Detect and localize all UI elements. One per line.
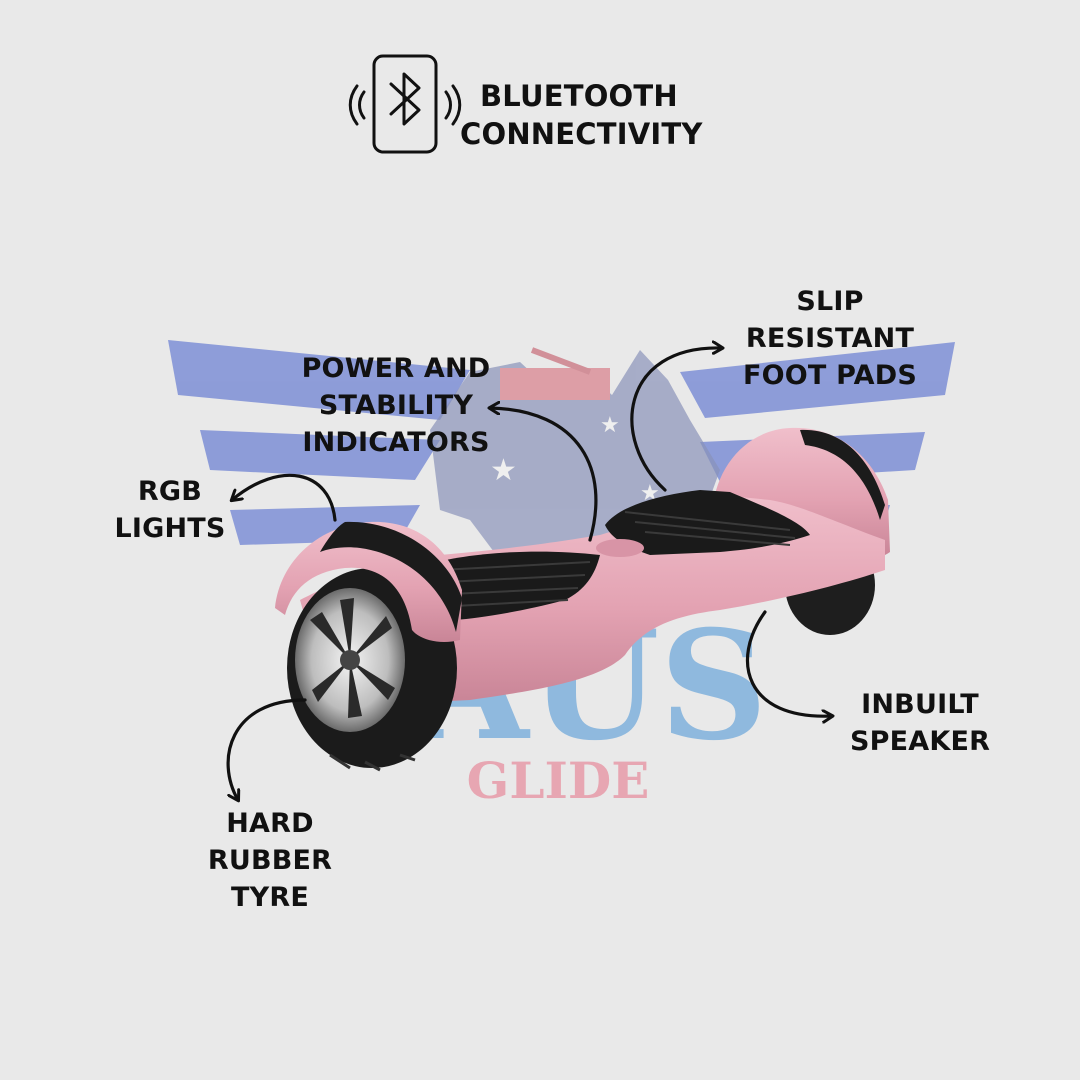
indicator-panel	[596, 539, 644, 557]
callout-power-line-2: STABILITY	[318, 390, 474, 421]
callout-slip-line-2: RESISTANT	[745, 323, 915, 354]
callout-rgb-label: RGB LIGHTS	[110, 473, 230, 547]
callout-tyre-line-2: RUBBER	[207, 845, 333, 876]
callout-rgb-line-2: LIGHTS	[114, 513, 226, 544]
svg-text:★: ★	[600, 413, 620, 438]
bluetooth-title-line-1: BLUETOOTH	[480, 79, 678, 113]
bluetooth-title-line-2: CONNECTIVITY	[460, 117, 703, 151]
arrow-slip	[630, 348, 722, 492]
arrow-rgb	[232, 473, 337, 522]
callout-tyre-line-1: HARD	[226, 808, 314, 839]
arrow-speaker	[745, 610, 832, 716]
callout-slip-line-1: SLIP	[796, 286, 864, 317]
tyre-tread	[329, 753, 416, 772]
arrow-power	[490, 408, 598, 542]
hoverboard	[275, 427, 890, 772]
svg-text:★: ★	[490, 453, 517, 488]
callout-tyre-label: HARD RUBBER TYRE	[200, 805, 340, 916]
bluetooth-title: BLUETOOTH CONNECTIVITY	[460, 77, 703, 153]
callout-power-line-1: POWER AND	[301, 353, 491, 384]
callout-slip-label: SLIP RESISTANT FOOT PADS	[740, 283, 920, 394]
callout-tyre-line-3: TYRE	[230, 882, 309, 913]
bluetooth-phone-icon	[348, 54, 462, 154]
callout-slip-line-3: FOOT PADS	[742, 360, 918, 391]
wheel-spokes	[310, 598, 395, 718]
watermark-brand-bottom: GLIDE	[467, 751, 650, 810]
callout-arrows	[226, 348, 832, 800]
callout-rgb-line-1: RGB	[137, 476, 203, 507]
right-foot-pad	[605, 490, 810, 555]
arrow-tyre	[226, 698, 307, 800]
callout-speaker-line-2: SPEAKER	[850, 726, 991, 757]
callout-power-line-3: INDICATORS	[302, 427, 490, 458]
callout-power-label: POWER AND STABILITY INDICATORS	[296, 350, 496, 461]
callout-speaker-label: INBUILT SPEAKER	[850, 686, 990, 760]
callout-speaker-line-1: INBUILT	[861, 689, 979, 720]
